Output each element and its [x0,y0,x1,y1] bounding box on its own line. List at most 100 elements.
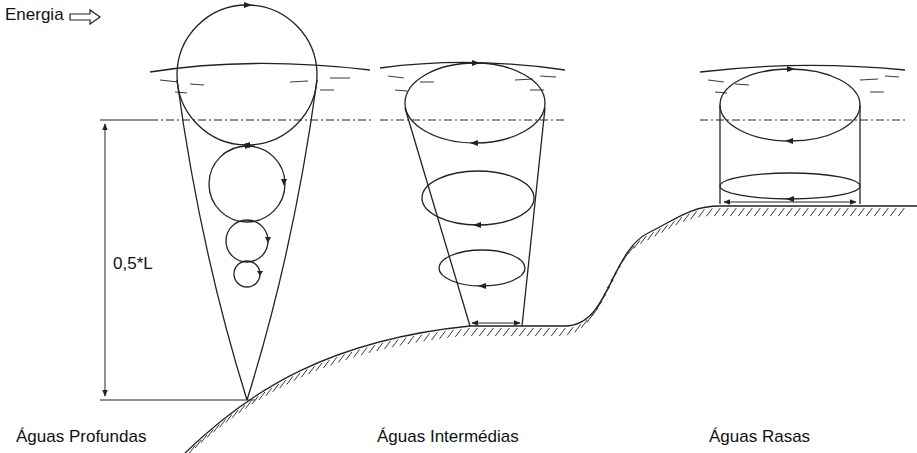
hatch-stroke [611,273,617,281]
hatch-stroke [628,246,634,254]
hatch-stroke [575,324,581,332]
hatch-stroke [416,335,422,343]
hatch-stroke [543,328,549,336]
hatch-stroke [567,327,573,335]
hatch-stroke [640,236,646,244]
hatch-stroke [810,208,816,216]
hatch-stroke [698,209,704,217]
shallow-water-orbits [720,69,860,204]
hatch-stroke [346,352,352,360]
hatch-stroke [596,301,602,309]
hatch-stroke [655,229,661,237]
hatch-stroke [479,328,485,336]
hatch-stroke [273,384,279,392]
hatch-stroke [323,360,329,368]
hatch-stroke [432,332,438,340]
hatch-stroke [770,208,776,216]
hatch-stroke [239,405,245,413]
hatch-stroke [676,217,682,225]
hatch-stroke [519,328,525,336]
hatch-stroke [424,333,430,341]
hatch-stroke [301,369,307,377]
hatch-stroke [439,331,445,339]
hatch-stroke [762,208,768,216]
hatch-stroke [818,208,824,216]
hatch-stroke [738,208,744,216]
hatch-stroke [503,328,509,336]
hatch-stroke [189,445,195,453]
hatch-stroke [447,330,453,338]
hatch-stroke [858,208,864,216]
hatch-stroke [559,328,565,336]
hatch-stroke [691,211,697,219]
still-water-line [700,120,905,121]
hatch-stroke [487,328,493,336]
hatch-stroke [495,328,501,336]
hatch-stroke [354,350,360,358]
hatch-stroke [287,376,293,384]
hatch-stroke [604,287,610,295]
hatch-stroke [662,225,668,233]
water-surface [150,63,370,72]
hatch-stroke [369,345,375,353]
hatch-stroke [294,373,300,381]
water-surface [700,65,905,72]
hatch-stroke [195,440,201,448]
hatch-stroke [722,208,728,216]
hatch-stroke [213,424,219,432]
hatch-stroke [850,208,856,216]
hatch-stroke [669,221,675,229]
hatch-stroke [581,320,587,328]
hatch-stroke [826,208,832,216]
deep-water-orbits [177,5,317,400]
hatch-stroke [794,208,800,216]
hatch-stroke [511,328,517,336]
hatch-stroke [592,308,598,316]
hatch-stroke [338,355,344,363]
hatch-stroke [535,328,541,336]
hatch-stroke [714,208,720,216]
hatch-stroke [648,232,654,240]
hatch-stroke [802,208,808,216]
hatch-stroke [316,363,322,371]
hatch-stroke [551,328,557,336]
hatch-stroke [226,415,232,423]
hatch-stroke [361,347,367,355]
hatch-stroke [408,336,414,344]
hatch-stroke [882,208,888,216]
hatch-stroke [786,208,792,216]
hatch-stroke [874,208,880,216]
zone-label: Águas Profundas [15,428,147,447]
hatch-stroke [463,328,469,336]
hatch-stroke [252,396,258,404]
depth-dimension [100,120,255,400]
hatch-stroke [220,419,226,427]
orbit-direction-arrows [242,2,795,289]
hatch-stroke [706,208,712,216]
hatch-stroke [527,328,533,336]
hatch-stroke [400,338,406,346]
hatch-stroke [384,341,390,349]
hatch-stroke [778,208,784,216]
seabed-hatching [189,208,904,453]
hatch-stroke [615,266,621,274]
hatch-stroke [842,208,848,216]
hatch-stroke [890,208,896,216]
hatch-stroke [331,357,337,365]
hatch-stroke [471,328,477,336]
hatch-stroke [266,388,272,396]
hatch-stroke [898,208,904,216]
hatch-stroke [634,240,640,248]
hatch-stroke [866,208,872,216]
hatch-stroke [309,366,315,374]
dimension-label: 0,5*L [112,255,154,274]
hatch-stroke [834,208,840,216]
hatch-stroke [232,410,238,418]
zone-label: Águas Intermédias [376,428,520,447]
hatch-stroke [245,401,251,409]
hatch-stroke [683,214,689,222]
hatch-stroke [730,208,736,216]
hatch-stroke [207,429,213,437]
seabed [185,206,917,453]
